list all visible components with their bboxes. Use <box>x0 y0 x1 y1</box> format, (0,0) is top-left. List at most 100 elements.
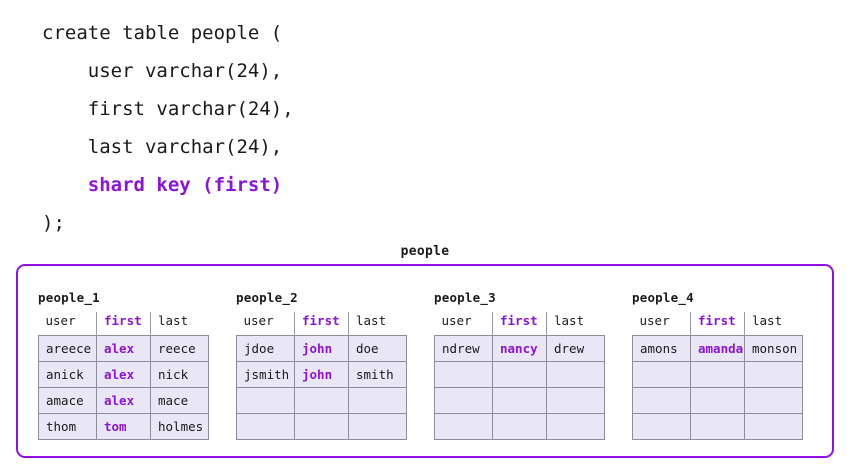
cell-user: thom <box>38 413 97 440</box>
column-header-first: first <box>690 312 745 336</box>
cell-user: amons <box>632 335 691 362</box>
cell-user: jsmith <box>236 361 295 388</box>
table-row <box>434 387 605 414</box>
cell-user <box>434 413 493 440</box>
code-line: ); <box>42 212 65 234</box>
column-header-user: user <box>632 312 691 336</box>
cell-user: amace <box>38 387 97 414</box>
code-line: last varchar(24), <box>42 136 283 158</box>
cell-user <box>632 361 691 388</box>
cell-first <box>294 387 349 414</box>
cell-user <box>434 361 493 388</box>
cell-first: alex <box>96 361 151 388</box>
cell-last: mace <box>150 387 209 414</box>
cell-first <box>690 413 745 440</box>
cell-first: tom <box>96 413 151 440</box>
table-row <box>632 413 803 440</box>
table-row <box>236 413 407 440</box>
cell-first <box>690 361 745 388</box>
cell-last <box>546 361 605 388</box>
cell-user: anick <box>38 361 97 388</box>
column-header-user: user <box>236 312 295 336</box>
shard-label: people_3 <box>434 290 496 305</box>
code-line: first varchar(24), <box>42 98 294 120</box>
column-header-last: last <box>554 313 585 328</box>
cell-last <box>546 387 605 414</box>
cell-last: reece <box>150 335 209 362</box>
sql-code-block: create table people ( user varchar(24), … <box>42 14 802 242</box>
cell-user <box>632 387 691 414</box>
page-title: people <box>400 244 450 259</box>
column-header-first: first <box>492 312 547 336</box>
cell-first: john <box>294 361 349 388</box>
cell-first: john <box>294 335 349 362</box>
code-line: create table people ( <box>42 22 283 44</box>
cell-last: smith <box>348 361 407 388</box>
cell-first <box>492 387 547 414</box>
cell-first: alex <box>96 335 151 362</box>
cell-user <box>236 413 295 440</box>
cell-user: areece <box>38 335 97 362</box>
cell-last <box>348 413 407 440</box>
table-row <box>434 413 605 440</box>
cell-last <box>348 387 407 414</box>
code-line: user varchar(24), <box>42 60 283 82</box>
column-header-user: user <box>434 312 493 336</box>
cell-last: monson <box>744 335 803 362</box>
table-row <box>434 361 605 388</box>
cell-first <box>492 413 547 440</box>
cell-last <box>744 413 803 440</box>
cell-last <box>744 387 803 414</box>
cell-last: holmes <box>150 413 209 440</box>
cell-user <box>434 387 493 414</box>
table-row <box>632 361 803 388</box>
cell-first <box>690 387 745 414</box>
shard-label: people_4 <box>632 290 694 305</box>
cell-first <box>492 361 547 388</box>
column-header-first: first <box>96 312 151 336</box>
cell-last: drew <box>546 335 605 362</box>
cell-last: nick <box>150 361 209 388</box>
cell-user: jdoe <box>236 335 295 362</box>
shard-label: people_1 <box>38 290 100 305</box>
cell-user <box>236 387 295 414</box>
cell-first: amanda <box>690 335 745 362</box>
cell-first: nancy <box>492 335 547 362</box>
cell-first: alex <box>96 387 151 414</box>
column-header-last: last <box>752 313 783 328</box>
cell-last: doe <box>348 335 407 362</box>
cell-user: ndrew <box>434 335 493 362</box>
column-header-first: first <box>294 312 349 336</box>
column-header-user: user <box>38 312 97 336</box>
code-line: shard key (first) <box>42 174 283 196</box>
column-header-last: last <box>356 313 387 328</box>
column-header-last: last <box>158 313 189 328</box>
cell-first <box>294 413 349 440</box>
cell-last <box>546 413 605 440</box>
cell-last <box>744 361 803 388</box>
table-row <box>236 387 407 414</box>
table-row <box>632 387 803 414</box>
